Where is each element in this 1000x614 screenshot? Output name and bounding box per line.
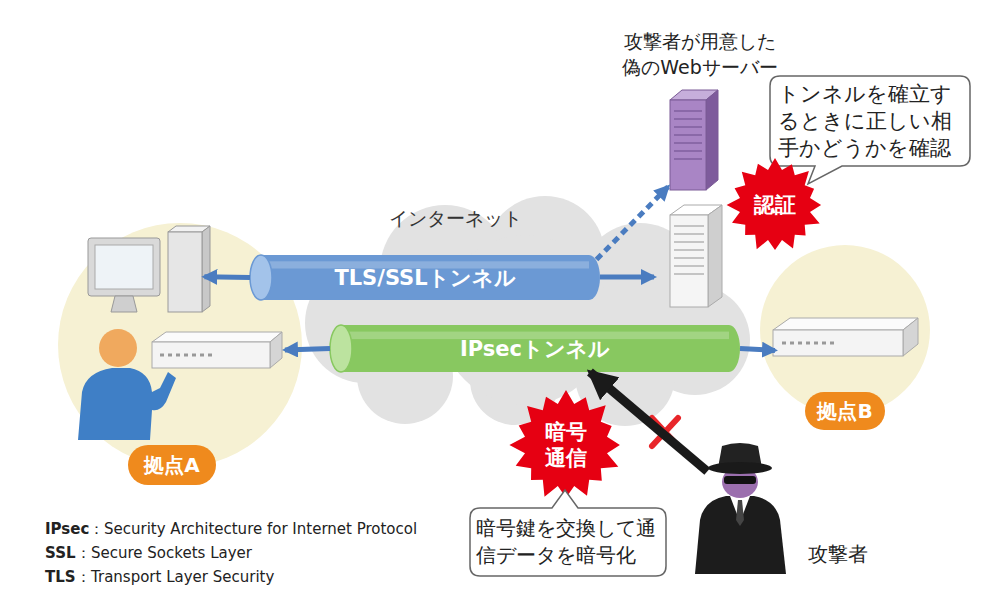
tunnel-label: TLS/SSLトンネル [334,264,515,292]
attacker-label: 攻撃者 [808,541,868,568]
bubble-shape [770,76,970,184]
abbreviation: TLS [45,568,76,586]
blocked-mark [652,418,678,446]
site-outline [760,245,930,415]
attacker-glasses [724,476,756,484]
server-side [706,90,718,190]
abbreviation-expansion: ：Security Architecture for Internet Prot… [89,520,417,539]
tube-cap [330,325,352,372]
attacker-body [695,496,786,574]
burst-shape [509,390,620,498]
tunnel-label: IPsecトンネル [460,335,610,363]
attacker-hat [718,443,762,468]
callout-bubble: 暗号鍵を交換して通 信データを暗号化 [470,508,666,576]
attacker-tie [736,500,744,526]
abbreviation-expansion: ：Transport Layer Security [76,568,274,587]
server-top [670,90,718,100]
tube-cap [250,255,272,300]
cloud-outline [295,198,750,423]
tube-body [250,255,600,300]
cloud-label: インターネット [385,206,525,232]
tunnel-tube: IPsecトンネル [330,325,740,372]
attacker-hat-brim [708,462,772,474]
attacker-head [722,466,758,498]
site-area: 拠点B [760,245,930,415]
site-circle [760,245,930,415]
site-label: 拠点A [128,445,216,485]
burst-badge: 暗号 通信 [510,390,622,500]
tube-body [330,325,740,372]
badge-text: 暗号 通信 [543,419,589,471]
server-front [670,100,706,190]
abbreviation-expansion: ：Secure Sockets Layer [76,544,252,563]
bubble-shape [470,490,666,576]
server-caption: 攻撃者が用意した 偽のWebサーバー [600,28,800,80]
callout-text: トンネルを確立す るときに正しい相 手かどうかを確認 [778,81,962,162]
callout-text: 暗号鍵を交換して通 信データを暗号化 [476,515,660,569]
site-circle [58,223,302,467]
abbreviation: SSL [45,544,76,562]
burst-outline [510,390,622,500]
site-label: 拠点B [805,392,885,430]
burst-badge: 認証 [728,158,822,252]
internet-cloud: インターネット TLS/SSLトンネル IPsecトンネル [295,198,750,423]
attacker-node: 攻撃者 [680,438,875,583]
attacker-shirt [730,496,750,522]
tunnel-tube: TLS/SSLトンネル [250,255,600,300]
badge-text: 認証 [754,191,796,219]
burst-shape [727,158,822,250]
callout-bubble: トンネルを確立す るときに正しい相 手かどうかを確認 [770,76,970,166]
abbreviation: IPsec [45,520,89,538]
server-slats [674,111,702,159]
server-top [670,205,722,215]
